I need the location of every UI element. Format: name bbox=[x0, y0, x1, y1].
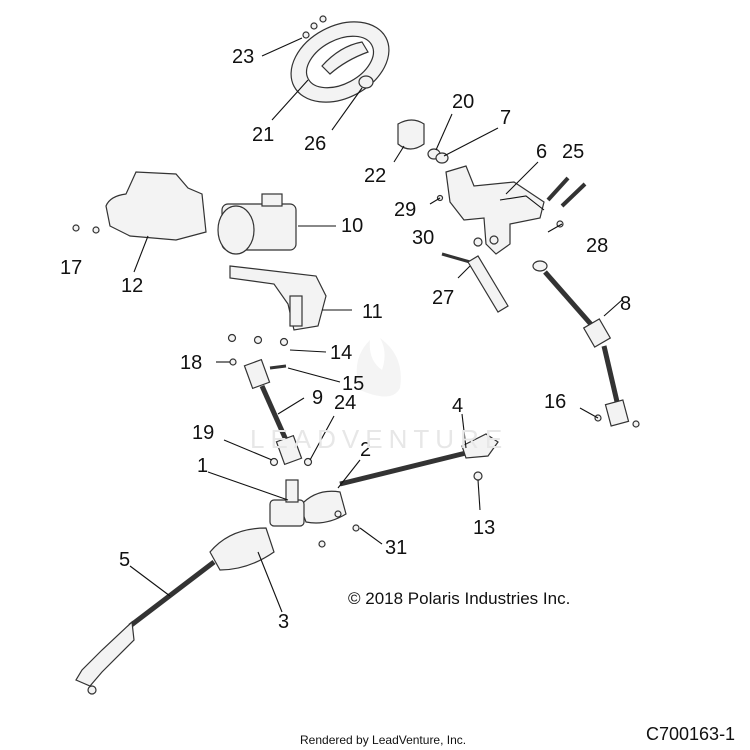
callout-30: 30 bbox=[412, 227, 435, 249]
callout-12: 12 bbox=[121, 275, 144, 297]
callout-9: 9 bbox=[312, 387, 324, 409]
bolt-16 bbox=[594, 414, 640, 428]
callout-14: 14 bbox=[330, 342, 353, 364]
column-cover-22 bbox=[397, 119, 425, 150]
nut-13 bbox=[473, 471, 483, 481]
callout-25: 25 bbox=[562, 141, 585, 163]
steering-nut-26 bbox=[358, 75, 374, 89]
callout-7: 7 bbox=[500, 107, 512, 129]
callout-23: 23 bbox=[232, 46, 255, 68]
watermark-text: LEADVENTURE bbox=[250, 424, 509, 454]
rendered-by-credit: Rendered by LeadVenture, Inc. bbox=[300, 733, 467, 747]
wheel-screws-23 bbox=[302, 15, 327, 39]
callout-22: 22 bbox=[364, 165, 387, 187]
callout-4: 4 bbox=[452, 395, 464, 417]
eps-cover-12 bbox=[105, 171, 207, 241]
callout-21: 21 bbox=[252, 124, 275, 146]
callout-26: 26 bbox=[304, 133, 327, 155]
callout-6: 6 bbox=[536, 141, 548, 163]
nut-19 bbox=[269, 457, 279, 467]
watermark-logo bbox=[356, 338, 401, 397]
callout-29: 29 bbox=[394, 199, 417, 221]
bolt-15 bbox=[269, 364, 287, 370]
callout-3: 3 bbox=[278, 611, 290, 633]
callout-31: 31 bbox=[385, 537, 408, 559]
intermediate-shaft-8 bbox=[532, 260, 630, 427]
mount-bracket-11 bbox=[229, 265, 327, 331]
callout-28: 28 bbox=[586, 235, 609, 257]
nuts-30 bbox=[473, 235, 499, 247]
bolt-18 bbox=[229, 358, 237, 366]
callout-17: 17 bbox=[60, 257, 83, 279]
callout-16: 16 bbox=[544, 391, 567, 413]
tilt-bracket-6 bbox=[445, 165, 545, 255]
gas-strut-27 bbox=[441, 252, 509, 313]
rack-boot-3 bbox=[209, 527, 275, 571]
rack-housing-2 bbox=[299, 490, 347, 524]
bolts-14 bbox=[227, 333, 289, 347]
callout-20: 20 bbox=[452, 91, 475, 113]
lower-shaft-9 bbox=[243, 358, 303, 466]
eps-unit-10 bbox=[217, 193, 297, 255]
leader-lines bbox=[129, 37, 623, 613]
drawing-code: C700163-1 bbox=[646, 724, 736, 744]
callout-27: 27 bbox=[432, 287, 455, 309]
callout-8: 8 bbox=[620, 293, 632, 315]
callout-15: 15 bbox=[342, 373, 365, 395]
tie-rod-left-5 bbox=[75, 560, 216, 695]
tie-rod-right-4 bbox=[339, 433, 499, 487]
callout-1: 1 bbox=[197, 455, 209, 477]
callout-10: 10 bbox=[341, 215, 364, 237]
nuts-31 bbox=[318, 510, 360, 548]
callout-2: 2 bbox=[360, 439, 372, 461]
callout-19: 19 bbox=[192, 422, 215, 444]
bolt-24 bbox=[303, 457, 313, 467]
callout-13: 13 bbox=[473, 517, 496, 539]
callout-11: 11 bbox=[362, 301, 383, 323]
callout-5: 5 bbox=[119, 549, 131, 571]
callout-24: 24 bbox=[334, 392, 357, 414]
steering-wheel bbox=[290, 21, 390, 103]
bolts-25 bbox=[546, 176, 587, 208]
callout-18: 18 bbox=[180, 352, 203, 374]
copyright-notice: © 2018 Polaris Industries Inc. bbox=[348, 589, 571, 608]
screws-17 bbox=[72, 224, 100, 234]
pinion-housing-1 bbox=[269, 479, 305, 527]
